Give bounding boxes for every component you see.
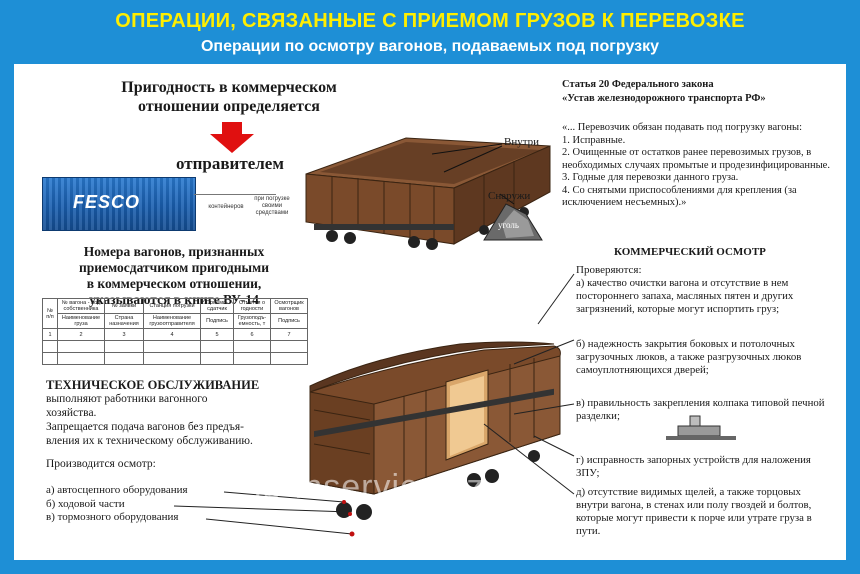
carrier-duty-text: «... Перевозчик обязан подавать под погр… bbox=[562, 122, 832, 210]
coal-label: уголь bbox=[498, 220, 519, 230]
commercial-item-e: д) отсутствие видимых щелей, а также тор… bbox=[576, 486, 812, 537]
article-heading: Статья 20 Федерального закона «Устав жел… bbox=[562, 78, 766, 106]
own-means-line-2: своими bbox=[261, 203, 283, 209]
vu14-line-2: приемосдатчиком пригодными bbox=[78, 260, 270, 275]
commercial-item-c: в) правильность закрепления колпака типо… bbox=[576, 397, 825, 422]
duty-line-3: 2. Очищенные от остатков ранее перевозим… bbox=[562, 147, 830, 171]
gondola-wagon-image bbox=[305, 137, 551, 250]
commercial-item-a: а) качество очистки вагона и отсутствие … bbox=[576, 277, 794, 315]
own-means-label: при погрузке своими средствами bbox=[250, 196, 294, 217]
poster-subtitle: Операции по осмотру вагонов, подаваемых … bbox=[200, 38, 659, 55]
inspection-item-a: а) автосцепного оборудования bbox=[46, 484, 188, 496]
table-cell bbox=[270, 352, 308, 365]
boxcar-wagon-image bbox=[309, 341, 561, 520]
duty-line-5: 4. Со снятыми приспособлениями для крепл… bbox=[562, 184, 797, 209]
own-means-line-3: средствами bbox=[255, 210, 289, 216]
duty-line-4: 3. Годные для перевозки данного груза. bbox=[562, 172, 739, 183]
watermark: ip-inservice.kz bbox=[254, 468, 485, 506]
inspection-heading: Производится осмотр: bbox=[46, 458, 156, 470]
commercial-item-b: б) надежность закрытия боковых и потолоч… bbox=[576, 338, 802, 376]
tech-line-2: хозяйства. bbox=[46, 407, 97, 419]
stove-cap-icon bbox=[666, 415, 736, 440]
wagon-illustrations bbox=[173, 137, 736, 537]
tech-service-text: выполняют работники вагонного хозяйства.… bbox=[46, 392, 306, 448]
container-image: FESCO bbox=[42, 177, 196, 231]
table-row: 1 2 3 4 5 6 7 bbox=[42, 328, 308, 341]
fesco-logo: FESCO bbox=[73, 192, 141, 212]
inspection-item-c: в) тормозного оборудования bbox=[46, 511, 179, 523]
vu14-line-1: Номера вагонов, признанных bbox=[83, 244, 265, 259]
commercial-inspection-heading: КОММЕРЧЕСКИЙ ОСМОТР bbox=[614, 246, 766, 258]
inspection-item-b: б) ходовой части bbox=[46, 497, 125, 510]
tech-line-1: выполняют работники вагонного bbox=[46, 393, 208, 405]
down-arrow-icon bbox=[210, 122, 254, 153]
inspection-list: а) автосцепного оборудования б) ходовой … bbox=[46, 484, 188, 525]
duty-line-1: «... Перевозчик обязан подавать под погр… bbox=[562, 122, 803, 133]
coal-pile-image bbox=[483, 203, 543, 241]
own-means-line-1: при погрузке bbox=[254, 196, 290, 202]
suitability-line-1: Пригодность в коммерческом bbox=[121, 79, 337, 96]
container-label: контейнеров bbox=[208, 204, 244, 210]
suitability-heading: Пригодность в коммерческом отношении опр… bbox=[74, 78, 384, 116]
outside-label: Снаружи bbox=[488, 190, 531, 202]
tech-line-3: Запрещается подача вагонов без предъя- bbox=[46, 421, 244, 433]
poster-title: ОПЕРАЦИИ, СВЯЗАННЫЕ С ПРИЕМОМ ГРУЗОВ К П… bbox=[115, 10, 745, 32]
checked-label: Проверяются: bbox=[576, 264, 642, 276]
tech-service-heading: ТЕХНИЧЕСКОЕ ОБСЛУЖИВАНИЕ bbox=[46, 378, 260, 392]
article-line-1: Статья 20 Федерального закона bbox=[562, 79, 714, 90]
duty-line-2: 1. Исправные. bbox=[562, 134, 626, 146]
table-row bbox=[42, 352, 308, 365]
commercial-item-d: г) исправность запорных устройств для на… bbox=[576, 454, 811, 479]
vu14-table: № п/п № вагона - под собственника № заяв… bbox=[42, 298, 308, 365]
table-row bbox=[42, 340, 308, 353]
inside-label: Внутри bbox=[504, 136, 540, 148]
tech-line-4: вления их к техническому обслуживанию. bbox=[46, 435, 253, 447]
article-line-2: «Устав железнодорожного транспорта РФ» bbox=[562, 93, 766, 104]
content-panel: Пригодность в коммерческом отношении опр… bbox=[14, 64, 846, 560]
sender-label: отправителем bbox=[176, 154, 284, 173]
suitability-line-2: отношении определяется bbox=[138, 98, 320, 115]
vu14-line-3: в коммерческом отношении, bbox=[86, 276, 262, 291]
